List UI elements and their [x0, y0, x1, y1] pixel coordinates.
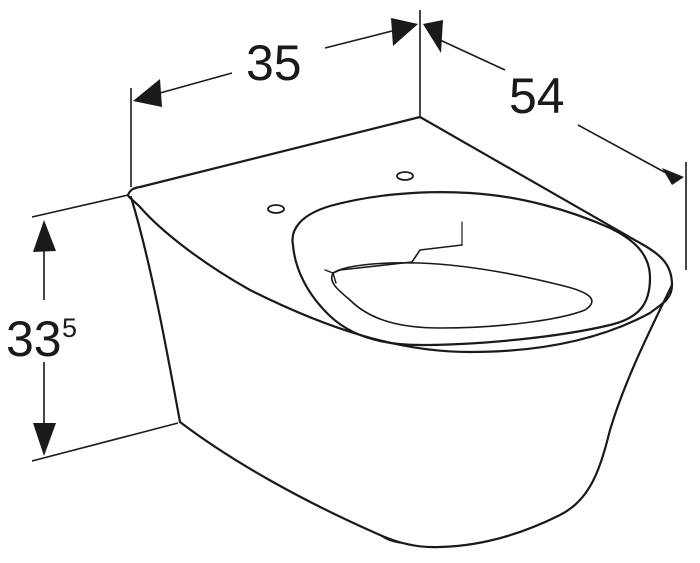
depth-arrow-bottom — [662, 168, 684, 185]
bowl-inner — [331, 262, 593, 329]
depth-arrow-top — [423, 20, 443, 53]
wall-hung-toilet — [126, 115, 674, 549]
height-fraction: 5 — [62, 313, 77, 343]
height-value: 33 — [6, 311, 62, 367]
width-arrow-right — [391, 18, 418, 46]
height-arrow-top — [33, 220, 56, 252]
seat-mounting-hole-right — [396, 171, 414, 181]
width-dimension: 35 — [130, 10, 421, 187]
bowl-rim — [291, 191, 652, 347]
height-extension-line-top — [31, 194, 129, 218]
width-value: 35 — [246, 35, 302, 91]
depth-dimension-line-bottom — [577, 124, 669, 175]
depth-dimension-line-top — [439, 39, 506, 71]
bowl-left-notch — [324, 269, 337, 284]
toilet-top-right-edge — [126, 115, 674, 354]
width-arrow-left — [133, 79, 162, 107]
width-dimension-line-left — [159, 72, 233, 94]
height-dimension: 33 5 — [6, 194, 179, 462]
bowl-flush-step — [332, 244, 463, 274]
height-extension-line-bottom — [31, 422, 179, 462]
depth-value: 54 — [509, 68, 565, 124]
toilet-base — [178, 283, 674, 549]
height-arrow-bottom — [33, 423, 56, 456]
toilet-left-side — [129, 195, 182, 424]
toilet-back-top-edge — [126, 115, 422, 197]
width-dimension-line-right — [324, 30, 393, 49]
seat-mounting-hole-left — [267, 204, 285, 214]
toilet-outlet-hint — [379, 534, 401, 544]
depth-dimension: 54 — [423, 20, 687, 270]
